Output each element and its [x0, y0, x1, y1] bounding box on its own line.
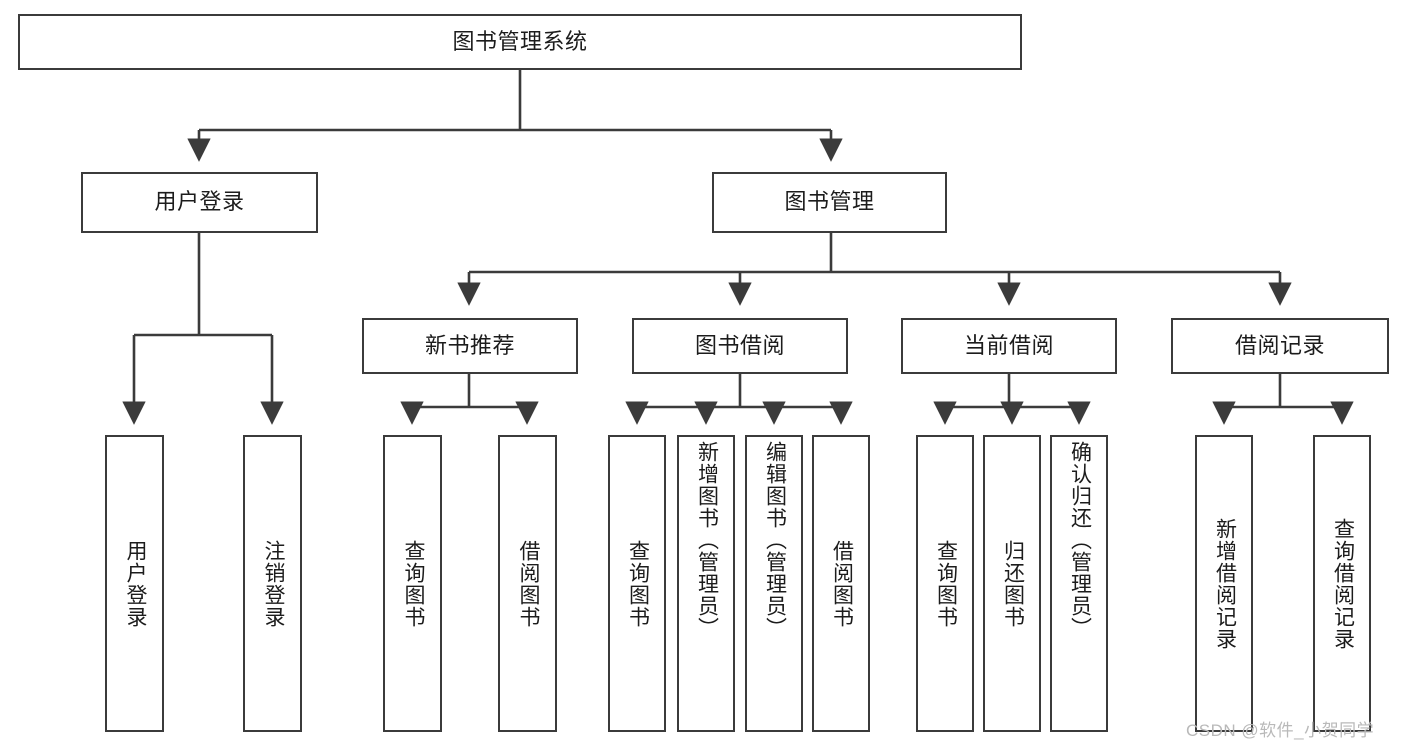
- leaf-book-borrow-add-book-admin[interactable]: 新增图书（管理员）: [677, 435, 735, 732]
- leaf-new-book-borrow-books[interactable]: 借阅图书: [498, 435, 557, 732]
- leaf-current-borrow-return-books[interactable]: 归还图书: [983, 435, 1041, 732]
- leaf-current-borrow-query-books[interactable]: 查询图书: [916, 435, 974, 732]
- leaf-user-login-login[interactable]: 用户登录: [105, 435, 164, 732]
- leaf-book-borrow-edit-book-admin[interactable]: 编辑图书（管理员）: [745, 435, 803, 732]
- leaf-borrow-record-query-record[interactable]: 查询借阅记录: [1313, 435, 1371, 732]
- node-new-book-recommend[interactable]: 新书推荐: [362, 318, 578, 374]
- watermark-text: CSDN @软件_小贺同学: [1186, 721, 1375, 740]
- node-book-borrow[interactable]: 图书借阅: [632, 318, 848, 374]
- leaf-book-borrow-query-books[interactable]: 查询图书: [608, 435, 666, 732]
- leaf-user-login-logout[interactable]: 注销登录: [243, 435, 302, 732]
- leaf-book-borrow-borrow-books[interactable]: 借阅图书: [812, 435, 870, 732]
- leaf-new-book-query-books[interactable]: 查询图书: [383, 435, 442, 732]
- node-book-management[interactable]: 图书管理: [712, 172, 947, 233]
- node-book-management-system[interactable]: 图书管理系统: [18, 14, 1022, 70]
- leaf-current-borrow-confirm-return-admin[interactable]: 确认归还（管理员）: [1050, 435, 1108, 732]
- leaf-borrow-record-add-record[interactable]: 新增借阅记录: [1195, 435, 1253, 732]
- node-borrow-record[interactable]: 借阅记录: [1171, 318, 1389, 374]
- node-current-borrow[interactable]: 当前借阅: [901, 318, 1117, 374]
- node-user-login[interactable]: 用户登录: [81, 172, 318, 233]
